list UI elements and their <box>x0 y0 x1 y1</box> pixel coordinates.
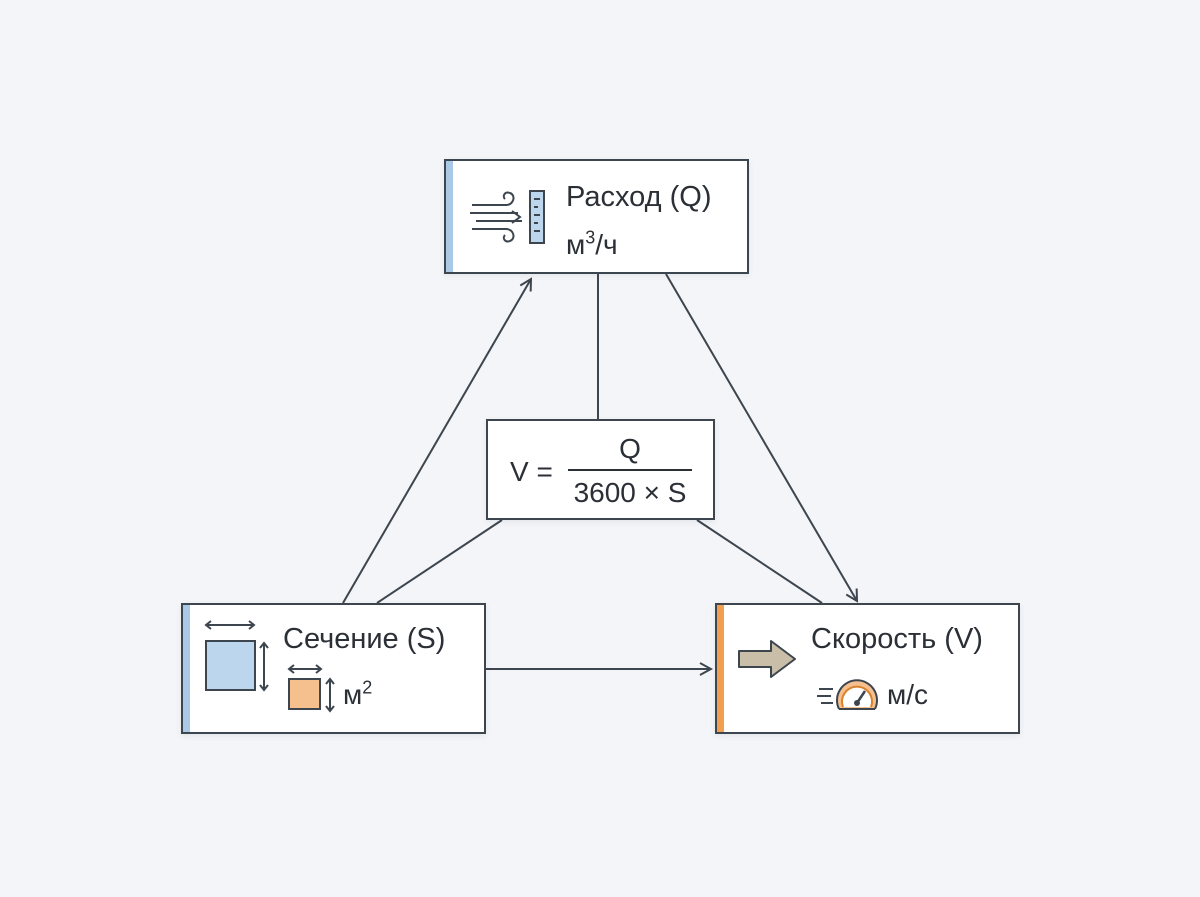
velocity-title: Скорость (V) <box>811 623 983 655</box>
section-unit-base: м <box>343 679 363 710</box>
arrow-section-to-flow <box>342 279 531 604</box>
connector-formula-to-section <box>376 519 503 604</box>
flow-unit: м3/ч <box>566 229 618 261</box>
formula-denominator: 3600 × S <box>573 477 687 508</box>
connector-formula-to-velocity <box>696 519 823 604</box>
flow-title: Расход (Q) <box>566 181 712 213</box>
section-node: Сечение (S) м2 <box>181 603 486 734</box>
section-title: Сечение (S) <box>283 623 446 655</box>
flow-unit-exponent: 3 <box>585 227 596 248</box>
section-accent-bar <box>183 605 190 732</box>
formula-fraction-bar <box>568 469 692 471</box>
formula-box: V = Q 3600 × S <box>486 419 715 520</box>
velocity-unit: м/с <box>887 679 929 710</box>
arrow-right-icon <box>737 639 799 684</box>
flow-unit-base: м <box>566 229 586 260</box>
flow-accent-bar <box>446 161 453 272</box>
cross-section-icon <box>199 619 339 719</box>
velocity-accent-bar <box>717 605 724 732</box>
section-unit: м2 <box>343 679 372 711</box>
section-unit-exponent: 2 <box>362 677 373 698</box>
velocity-node: Скорость (V) м/с <box>715 603 1020 734</box>
formula-numerator: Q <box>619 433 641 464</box>
flow-node: Расход (Q) м3/ч <box>444 159 749 274</box>
speedometer-icon <box>817 677 881 718</box>
flow-unit-rest: /ч <box>595 229 618 260</box>
arrow-flow-to-velocity <box>665 273 857 601</box>
wind-meter-icon <box>468 189 552 254</box>
formula-lhs: V = <box>510 456 553 487</box>
